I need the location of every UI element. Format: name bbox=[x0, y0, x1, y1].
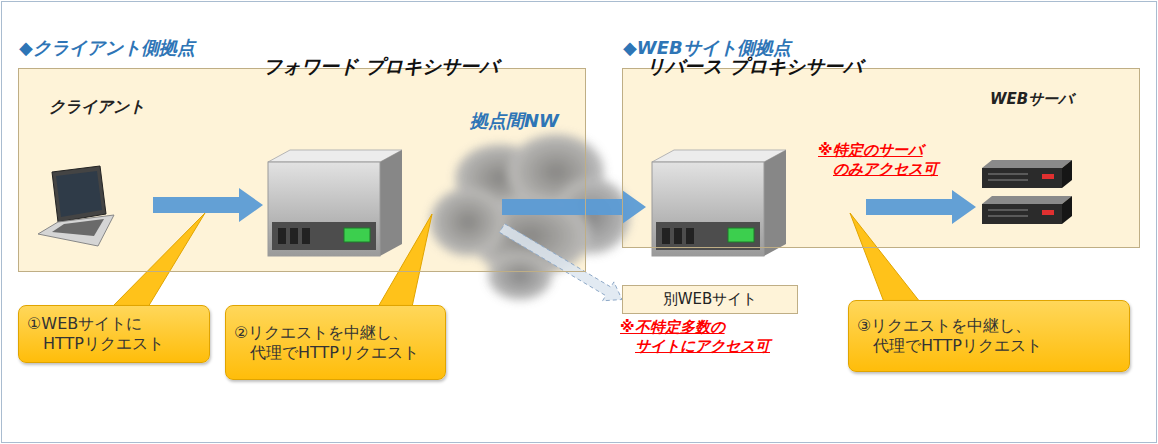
access-note: ※特定のサーバ のみアクセス可 bbox=[818, 141, 976, 179]
callout-tail bbox=[112, 213, 205, 307]
site-box: 別WEBサイト bbox=[622, 285, 798, 314]
callout-text: ②リクエストを中継し、 代理でHTTPリクエスト bbox=[226, 319, 445, 367]
server-title: フォワード プロキシサーバ bbox=[263, 53, 498, 79]
server-icon bbox=[268, 150, 402, 256]
callout-box: ③リクエストを中継し、 代理でHTTPリクエスト bbox=[848, 300, 1130, 372]
callout-text: ③リクエストを中継し、 代理でHTTPリクエスト bbox=[849, 312, 1129, 360]
rack-server-icon bbox=[982, 160, 1072, 188]
node-label: WEBサーバ bbox=[976, 84, 1073, 109]
server-title: リバース プロキシサーバ bbox=[646, 53, 862, 79]
network-label: 拠点間NW bbox=[470, 110, 559, 133]
callout-tail bbox=[378, 214, 432, 307]
callout-box: ①WEBサイトに HTTPリクエスト bbox=[18, 305, 210, 363]
box-label: 別WEBサイト bbox=[657, 290, 764, 309]
web-server: WEBサーバ bbox=[976, 116, 1086, 231]
callout-box: ②リクエストを中継し、 代理でHTTPリクエスト bbox=[225, 305, 446, 380]
flow-arrow bbox=[153, 188, 263, 222]
site-panel: ◆クライアント側拠点クライアントフォワード プロキシサーバ bbox=[18, 68, 586, 272]
client-node: クライアント bbox=[41, 123, 153, 251]
node-label: クライアント bbox=[41, 91, 145, 117]
rack-server-icon bbox=[982, 196, 1072, 224]
callout-tail bbox=[850, 213, 920, 302]
flow-arrow bbox=[502, 190, 646, 224]
laptop-icon bbox=[38, 166, 114, 246]
callout-text: ①WEBサイトに HTTPリクエスト bbox=[19, 310, 209, 358]
flow-arrow bbox=[866, 190, 976, 224]
server-icon bbox=[652, 150, 786, 256]
access-note: ※不特定多数の サイトにアクセス可 bbox=[620, 318, 800, 356]
panel-heading: ◆クライアント側拠点 bbox=[19, 37, 195, 60]
network-cloud bbox=[430, 134, 630, 300]
dashed-arrow bbox=[499, 224, 622, 301]
proxy-server: フォワード プロキシサーバ bbox=[263, 85, 502, 261]
